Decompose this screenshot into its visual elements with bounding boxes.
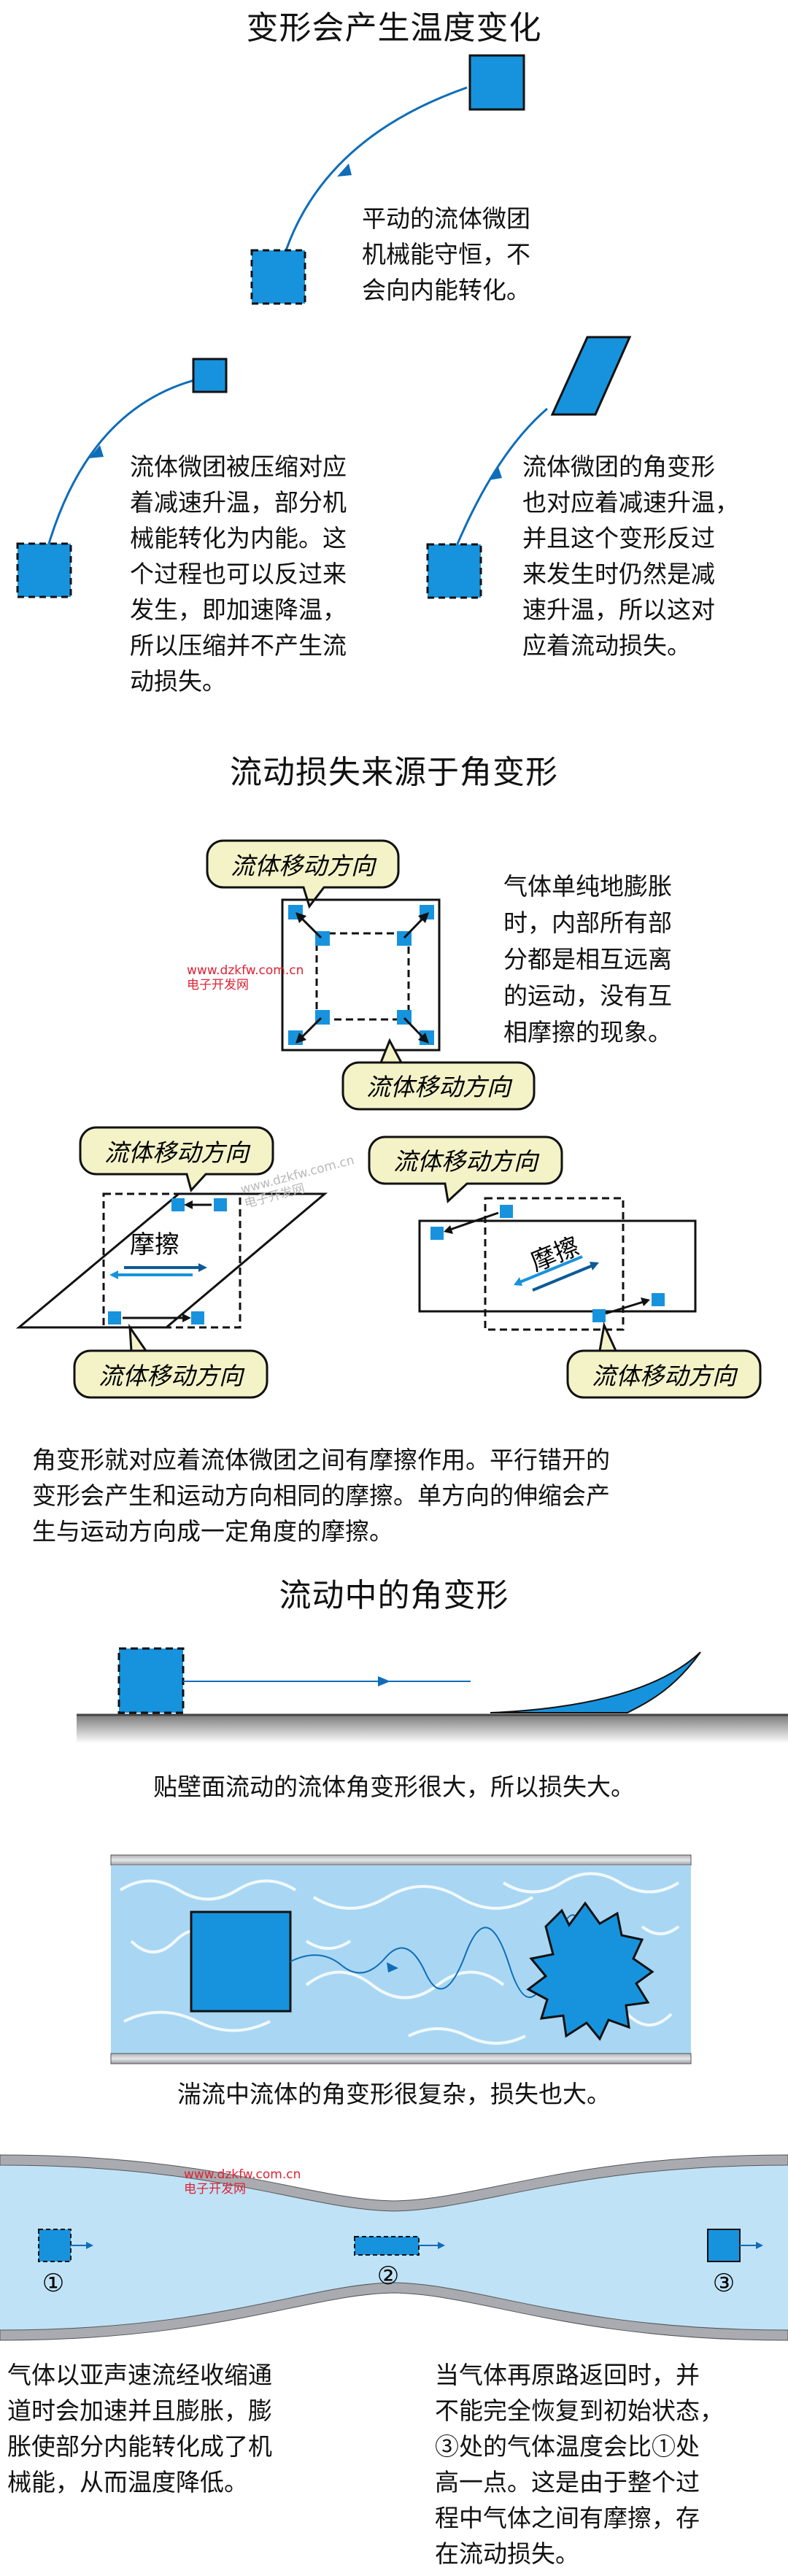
callout-bottom-shape <box>341 1038 536 1111</box>
svg-text:流体移动方向: 流体移动方向 <box>592 1362 738 1390</box>
shear-text: 流体微团的角变形 也对应着减速升温， 并且这个变形反过 来发生时仍然是减 速升温… <box>522 452 739 660</box>
compressed-particle-start <box>16 542 72 598</box>
fluid-particle-end <box>468 54 525 111</box>
section-title-deformation-temperature: 变形会产生温度变化 <box>246 9 542 47</box>
friction-label-right: 摩擦 <box>527 1232 584 1278</box>
section-title-flow-loss-source: 流动损失来源于角变形 <box>230 754 558 791</box>
callout-bottom-text: 流体移动方向 <box>366 1073 513 1101</box>
svg-text:流体移动方向: 流体移动方向 <box>104 1138 251 1167</box>
translation-text: 平动的流体微团 机械能守恒，不 会向内能转化。 <box>362 204 530 304</box>
shear-arrowhead <box>489 467 502 480</box>
compressed-particle-end <box>192 358 228 393</box>
compression-trajectory-line <box>45 378 198 552</box>
sheared-particle-start <box>426 543 482 599</box>
nozzle-text-left: 气体以亚声速流经收缩通 道时会加速并且膨胀，膨 胀使部分内能转化成了机 械能，从… <box>7 2361 272 2496</box>
marker-1: ① <box>42 2269 64 2298</box>
wall-surface <box>77 1714 788 1743</box>
shear-deformed-parallelogram <box>15 1192 328 1329</box>
trajectory-arrowhead <box>337 163 352 177</box>
nozzle-particle-1 <box>38 2229 72 2262</box>
marker-2: ② <box>377 2261 399 2291</box>
nozzle-text-right: 当气体再原路返回时，并 不能完全恢复到初始状态， ③处的气体温度会比①处 高一点… <box>435 2361 724 2568</box>
nozzle-bottom-wall <box>0 2282 788 2341</box>
callout-right-bottom-shape <box>566 1321 762 1399</box>
svg-text:流体移动方向: 流体移动方向 <box>393 1147 540 1176</box>
turbulent-pipe-top-wall <box>110 1854 692 1866</box>
nozzle-top-wall <box>0 2154 788 2212</box>
nozzle-diagram: ① ② ③ <box>0 2154 788 2341</box>
callout-right-top-shape <box>368 1135 563 1203</box>
shear-friction-diagram: 流体移动方向 摩擦 流体移动方向 流体移动方向 摩擦 流体移动方向 <box>15 1126 762 1399</box>
stretch-deformed-rect <box>418 1219 697 1313</box>
nozzle-particle-3 <box>707 2229 741 2262</box>
compression-arrowhead <box>89 445 104 458</box>
turbulent-flow-caption: 湍流中流体的角变形很复杂，损失也大。 <box>177 2080 611 2108</box>
callout-left-top-shape <box>79 1126 274 1193</box>
wall-flow-caption: 贴壁面流动的流体角变形很大，所以损失大。 <box>153 1773 635 1801</box>
friction-label-left: 摩擦 <box>130 1230 179 1260</box>
turbulent-pipe-bottom-wall <box>110 2053 692 2064</box>
shear-original-square <box>102 1192 242 1329</box>
friction-explanation-text: 角变形就对应着流体微团之间有摩擦作用。平行错开的 变形会产生和运动方向相同的摩擦… <box>32 1446 610 1546</box>
section-title-angular-deformation-in-flow: 流动中的角变形 <box>279 1577 509 1614</box>
callout-left-bottom-shape <box>73 1323 269 1399</box>
shear-trajectory-line <box>455 407 548 548</box>
marker-3: ③ <box>713 2269 735 2298</box>
translation-trajectory-line <box>282 86 468 260</box>
fluid-particle-start <box>250 249 306 305</box>
section1-diagram <box>16 54 632 599</box>
expansion-diagram: 流体移动方向 流体移动方向 <box>206 839 536 1111</box>
callout-top-shape <box>206 839 400 909</box>
turbulent-particle-start <box>190 1910 292 2013</box>
svg-text:流体移动方向: 流体移动方向 <box>98 1362 245 1390</box>
wall-particle-sheared <box>490 1651 701 1713</box>
compression-text: 流体微团被压缩对应 着减速升温，部分机 械能转化为内能。这 个过程也可以反过来 … <box>130 452 347 695</box>
sheared-particle-end <box>550 336 632 416</box>
callout-top-text: 流体移动方向 <box>231 852 377 880</box>
nozzle-particle-2 <box>354 2236 420 2256</box>
inner-square <box>315 932 410 1021</box>
expansion-text: 气体单纯地膨胀 时，内部所有部 分都是相互远离 的运动，没有互 相摩擦的现象。 <box>503 872 672 1046</box>
outer-square <box>281 898 441 1052</box>
stretch-original-square <box>484 1197 625 1331</box>
turbulent-particle-deformed <box>526 1901 654 2041</box>
wall-particle-start <box>117 1647 185 1714</box>
turbulent-flow-diagram <box>110 1854 692 2064</box>
wall-flow-diagram <box>77 1647 788 1743</box>
